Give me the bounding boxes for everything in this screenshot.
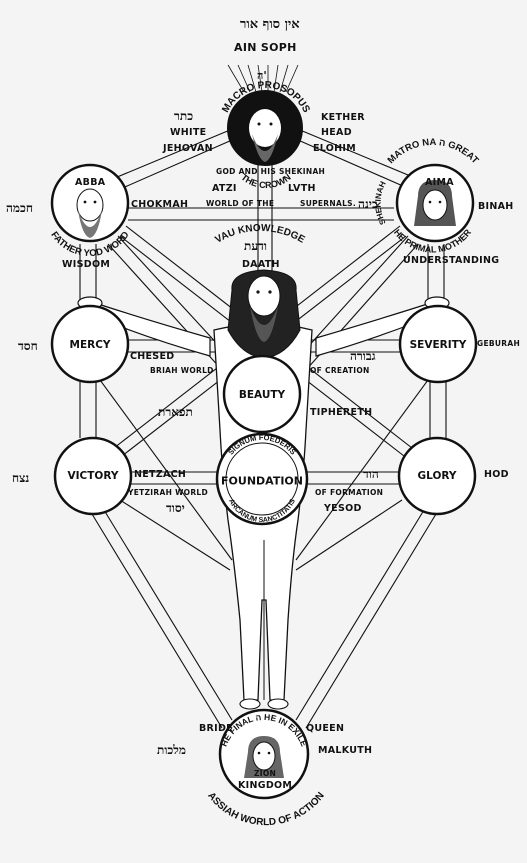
binah-label: BINAH [478, 201, 514, 212]
god-and-shekinah-label: GOD AND HIS SHEKINAH [216, 167, 326, 176]
netzach-hebrew: נצח [12, 471, 30, 485]
white-label: WHITE [170, 127, 207, 138]
severity-circle [398, 304, 478, 384]
daath-hebrew: ודעת [244, 239, 267, 253]
chokmah-hebrew: חכמה [6, 201, 33, 215]
beauty-circle [222, 354, 302, 434]
aima-label: AIMA [425, 177, 454, 188]
atzi-label: ATZI [212, 183, 237, 194]
kingdom-label: KINGDOM [238, 780, 293, 791]
supernals-label: SUPERNALS. [300, 199, 356, 208]
binah-hebrew: בינה [358, 197, 378, 211]
head-label: HEAD [321, 127, 352, 138]
of-formation-label: OF FORMATION [315, 488, 384, 497]
ain-soph-label: AIN SOPH [234, 41, 297, 54]
ain-soph-aur-hebrew: אין סוף אור [240, 17, 300, 32]
malkuth-circle [218, 708, 310, 800]
kether-hebrew: כתר [174, 109, 194, 123]
elohim-label: ELOHIM [313, 143, 357, 154]
yetzirah-world-label: YETZIRAH WORLD [128, 488, 208, 497]
luth-label: LVTH [288, 183, 316, 194]
malkuth-label: MALKUTH [318, 745, 373, 756]
foundation-circle [215, 432, 309, 526]
foundation-circle-label: FOUNDATION [221, 474, 303, 488]
yesod-hebrew: יסוד [166, 501, 185, 515]
understanding-label: UNDERSTANDING [403, 255, 500, 266]
severity-circle-label: SEVERITY [409, 338, 467, 351]
tiphereth-label: TIPHERETH [310, 407, 373, 418]
wisdom-label: WISDOM [62, 259, 111, 270]
of-creation-label: OF CREATION [310, 366, 370, 375]
light-rays [227, 64, 299, 93]
daath-label: DAATH [242, 259, 280, 270]
mercy-circle [50, 304, 130, 384]
chokmah-label: CHOKMAH [131, 199, 189, 210]
bride-label: BRIDE [199, 723, 233, 734]
briah-world-label: BRIAH WORLD [150, 366, 214, 375]
queen-label: QUEEN [306, 723, 345, 734]
geburah-label: GEBURAH [477, 339, 521, 348]
hod-label: HOD [484, 469, 509, 480]
abba-label: ABBA [75, 177, 106, 188]
geburah-hebrew: גבורה [350, 349, 376, 363]
malkuth-hebrew: מלכות [157, 743, 186, 757]
victory-circle-label: VICTORY [67, 469, 119, 482]
shekinah-arc: SHEKINAH [374, 180, 388, 227]
he-letter-top: ה' [257, 69, 267, 82]
kether-circle [227, 90, 303, 166]
yesod-label: YESOD [324, 503, 362, 514]
beauty-circle-label: BEAUTY [238, 388, 286, 401]
mercy-circle-label: MERCY [69, 338, 111, 351]
hod-hebrew: הוד [363, 467, 379, 481]
chesed-label: CHESED [130, 351, 175, 362]
chesed-hebrew: חסד [18, 339, 38, 353]
victory-circle [53, 436, 133, 516]
netzach-label: NETZACH [134, 469, 187, 480]
tiphereth-hebrew: תפארת [158, 405, 193, 419]
glory-circle-label: GLORY [417, 469, 457, 482]
binah-circle [395, 163, 475, 243]
zion-label: ZION [254, 769, 277, 778]
matro-na-great-arc: MATRO NA ה GREAT [386, 137, 481, 166]
kether-label: KETHER [321, 112, 365, 123]
chokmah-circle [50, 163, 130, 243]
glory-circle [397, 436, 477, 516]
jehovan-label: JEHOVAN [163, 143, 213, 154]
world-of-the-label: WORLD OF THE [206, 199, 275, 208]
